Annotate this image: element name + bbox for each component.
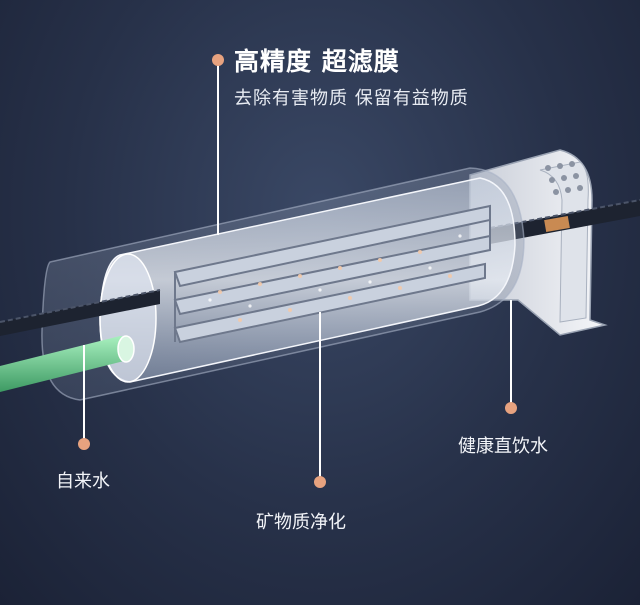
green-pipe: [0, 335, 135, 392]
marker-dot-mineral: [314, 476, 326, 488]
inlet-pipe: [0, 289, 161, 336]
label-mineral-purification: 矿物质净化: [256, 512, 346, 533]
marker-dot-drink: [505, 402, 517, 414]
membrane-cylinder: [99, 177, 516, 383]
leader-lines: [83, 60, 512, 482]
feature-subtitle: 去除有害物质 保留有益物质: [234, 88, 469, 109]
label-drinking-water: 健康直饮水: [458, 436, 548, 457]
label-tap-water: 自来水: [56, 471, 110, 492]
feature-title: 高精度 超滤膜: [234, 47, 400, 76]
marker-dot-tap: [78, 438, 90, 450]
marker-dots: [78, 54, 517, 488]
marker-dot-title: [212, 54, 224, 66]
